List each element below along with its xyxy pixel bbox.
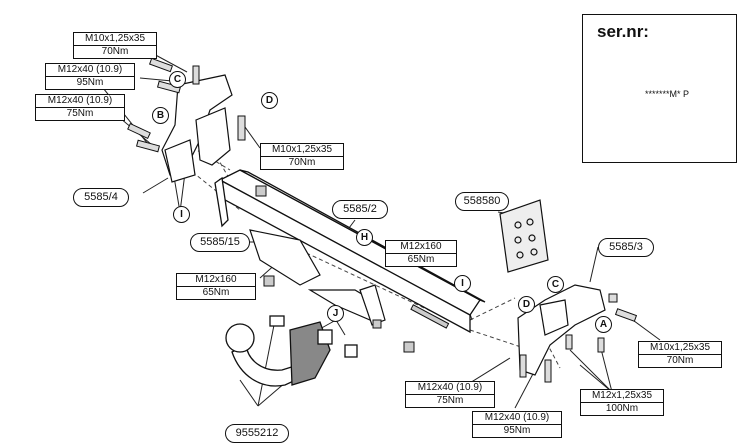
marker-d-left: D bbox=[261, 92, 278, 109]
bolt-torque: 75Nm bbox=[406, 394, 494, 407]
serial-number-box: ser.nr: *******M* P bbox=[582, 14, 737, 163]
bolt-size: M12x40 (10.9) bbox=[47, 95, 113, 106]
bolt-torque: 70Nm bbox=[639, 354, 721, 367]
left-sub-bracket bbox=[249, 229, 386, 326]
spec-bolt-top: M10x1,25x35 70Nm bbox=[73, 32, 157, 59]
spec-bolt-bottom-75: M12x40 (10.9) 75Nm bbox=[405, 381, 495, 408]
part-number-crossbar: 5585/2 bbox=[332, 200, 388, 219]
spec-bolt-bottom-95: M12x40 (10.9) 95Nm bbox=[472, 411, 562, 438]
part-number-ball: 9555212 bbox=[225, 424, 289, 443]
bolt-torque: 100Nm bbox=[581, 402, 663, 415]
bolt-torque: 95Nm bbox=[46, 76, 134, 89]
marker-c-right: C bbox=[547, 276, 564, 293]
part-number-right-bracket: 5585/3 bbox=[598, 238, 654, 257]
bolt-size: M12x40 (10.9) bbox=[484, 412, 550, 423]
spec-bolt-upper-left: M12x40 (10.9) 95Nm bbox=[45, 63, 135, 90]
spec-bolt-right: M10x1,25x35 70Nm bbox=[638, 341, 722, 368]
bolt-torque: 65Nm bbox=[386, 253, 456, 266]
marker-i-right: I bbox=[454, 275, 471, 292]
marker-d-right: D bbox=[518, 296, 535, 313]
spec-bolt-mid-left: M12x40 (10.9) 75Nm bbox=[35, 94, 125, 121]
bolt-size: M12x160 bbox=[400, 241, 442, 252]
spec-bolt-bottom-right: M12x1,25x35 100Nm bbox=[580, 389, 664, 416]
bolt-size: M10x1,25x35 bbox=[271, 144, 333, 155]
bolt-size: M12x160 bbox=[195, 274, 237, 285]
tow-ball bbox=[225, 315, 358, 387]
marker-j-center: J bbox=[327, 305, 344, 322]
spec-bolt-cross-left: M12x160 65Nm bbox=[176, 273, 256, 300]
marker-c-left: C bbox=[169, 71, 186, 88]
bolt-torque: 75Nm bbox=[36, 107, 124, 120]
part-number-left-bracket: 5585/4 bbox=[73, 188, 129, 207]
part-number-electrical-kit: 558580 bbox=[455, 192, 509, 211]
spec-bolt-upper-right-bracket: M10x1,25x35 70Nm bbox=[260, 143, 344, 170]
serial-code: *******M* P bbox=[645, 89, 690, 99]
bolt-torque: 95Nm bbox=[473, 424, 561, 437]
marker-a-right: A bbox=[595, 316, 612, 333]
serial-label: ser.nr: bbox=[597, 22, 649, 41]
marker-i-left: I bbox=[173, 206, 190, 223]
bolt-torque: 70Nm bbox=[74, 45, 156, 58]
bolt-size: M12x40 (10.9) bbox=[417, 382, 483, 393]
bolt-size: M12x40 (10.9) bbox=[57, 64, 123, 75]
spec-bolt-cross-center: M12x160 65Nm bbox=[385, 240, 457, 267]
part-number-left-sub: 5585/15 bbox=[190, 233, 250, 252]
bolt-size: M12x1,25x35 bbox=[591, 390, 653, 401]
right-bracket bbox=[517, 284, 606, 376]
bolt-torque: 65Nm bbox=[177, 286, 255, 299]
electrical-kit bbox=[499, 199, 549, 273]
bolt-size: M10x1,25x35 bbox=[84, 33, 146, 44]
marker-h-center: H bbox=[356, 229, 373, 246]
bolt-size: M10x1,25x35 bbox=[649, 342, 711, 353]
left-bracket bbox=[161, 74, 233, 183]
bolt-torque: 70Nm bbox=[261, 156, 343, 169]
marker-b-left: B bbox=[152, 107, 169, 124]
